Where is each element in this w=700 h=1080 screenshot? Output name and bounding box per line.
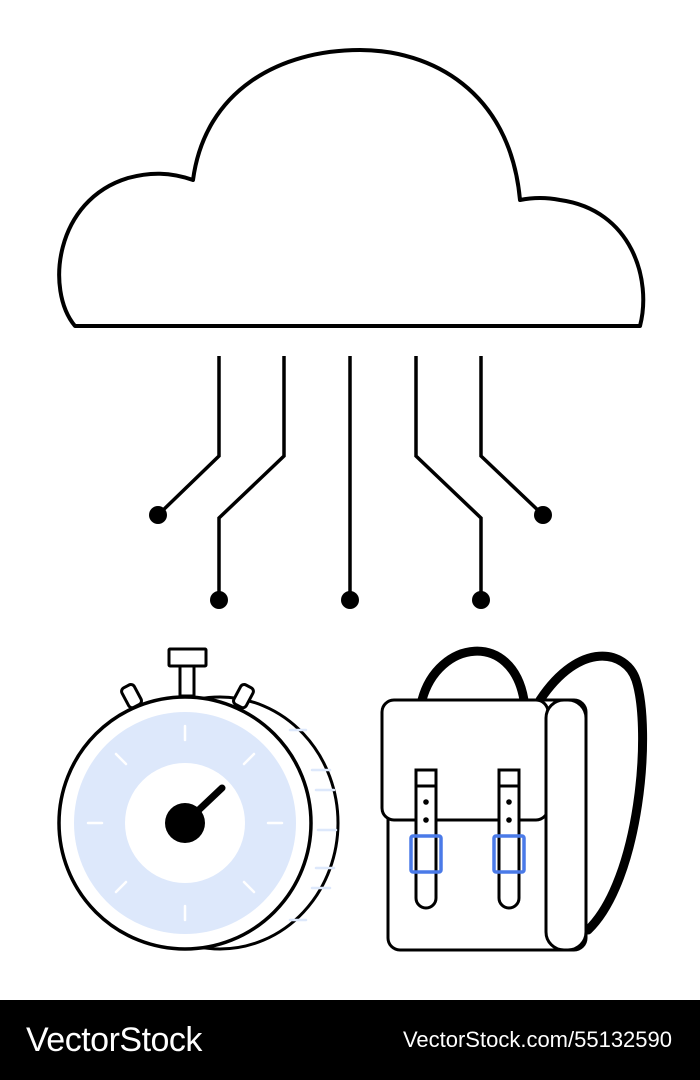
backpack-strap-right	[497, 768, 521, 910]
backpack-shoulder-strap	[535, 651, 648, 935]
stopwatch-pusher-right	[232, 683, 255, 710]
stopwatch-ticks	[86, 724, 284, 922]
backpack-side-pocket	[544, 698, 588, 952]
backpack-strap-left	[414, 768, 438, 910]
illustration	[57, 48, 648, 952]
circuit-lines-icon	[149, 356, 552, 609]
stopwatch-icon	[57, 647, 340, 951]
backpack-top-strap	[417, 646, 529, 705]
stopwatch-crown	[167, 647, 208, 668]
stopwatch-hub	[165, 803, 205, 843]
backpack-buckle-left	[409, 834, 443, 874]
watermark-bar: VectorStock VectorStock.com/55132590	[0, 1000, 700, 1080]
watermark-brand: VectorStock	[26, 1020, 202, 1059]
stopwatch-stem	[178, 662, 196, 698]
backpack-buckle-right	[492, 834, 526, 874]
cloud-icon	[57, 48, 646, 328]
watermark-image-id: VectorStock.com/55132590	[402, 1027, 672, 1052]
backpack-flap	[380, 698, 550, 822]
backpack-icon	[380, 646, 648, 952]
